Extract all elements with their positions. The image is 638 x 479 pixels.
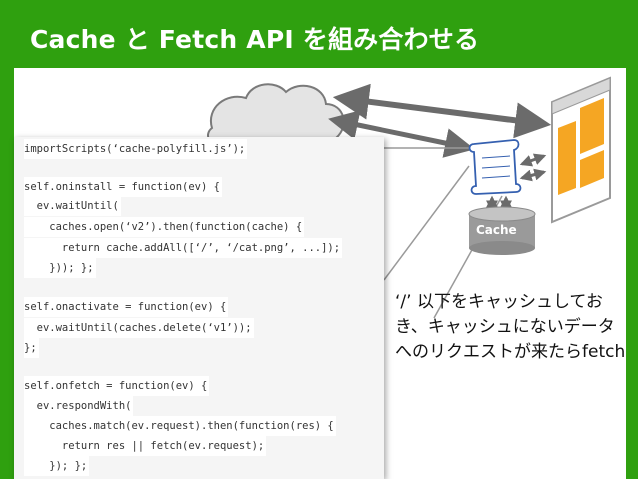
code-line: return cache.addAll([‘/’, ‘/cat.png’, ..… <box>24 238 343 258</box>
code-line <box>24 278 26 298</box>
code-line: }; <box>24 338 39 358</box>
sw-browser-arrow <box>519 168 547 182</box>
code-line: })); }; <box>24 258 96 278</box>
sw-browser-arrow <box>519 153 547 167</box>
code-line: self.oninstall = function(ev) { <box>24 177 222 197</box>
connector-line <box>383 165 470 281</box>
code-line: ev.waitUntil( <box>24 196 121 216</box>
code-line: caches.match(ev.request).then(function(r… <box>24 416 336 436</box>
code-line: ev.respondWith( <box>24 396 134 416</box>
code-line: importScripts(‘cache-polyfill.js’); <box>24 139 248 159</box>
code-line <box>24 357 26 377</box>
code-line: self.onactivate = function(ev) { <box>24 297 229 317</box>
slide-title: Cache と Fetch API を組み合わせる <box>30 25 480 54</box>
database-icon <box>468 206 536 255</box>
explanation-note: ‘/’ 以下をキャッシュしておき、キャッシュにないデータへのリクエストが来たらf… <box>395 292 626 362</box>
code-line: }); }; <box>24 456 90 476</box>
code-line: ev.waitUntil(caches.delete(‘v1’)); <box>24 318 254 338</box>
network-sw-arrow <box>328 110 475 158</box>
code-line <box>24 159 26 179</box>
network-arrow <box>332 83 552 139</box>
code-line: return res || fetch(ev.request); <box>24 436 267 456</box>
scroll-icon <box>468 139 522 195</box>
code-line: self.onfetch = function(ev) { <box>24 376 210 396</box>
code-panel: importScripts(‘cache-polyfill.js’); self… <box>14 137 384 479</box>
cache-label: Cache <box>476 223 517 237</box>
browser-window-icon <box>551 76 611 224</box>
code-line: caches.open(‘v2’).then(function(cache) { <box>24 217 305 237</box>
